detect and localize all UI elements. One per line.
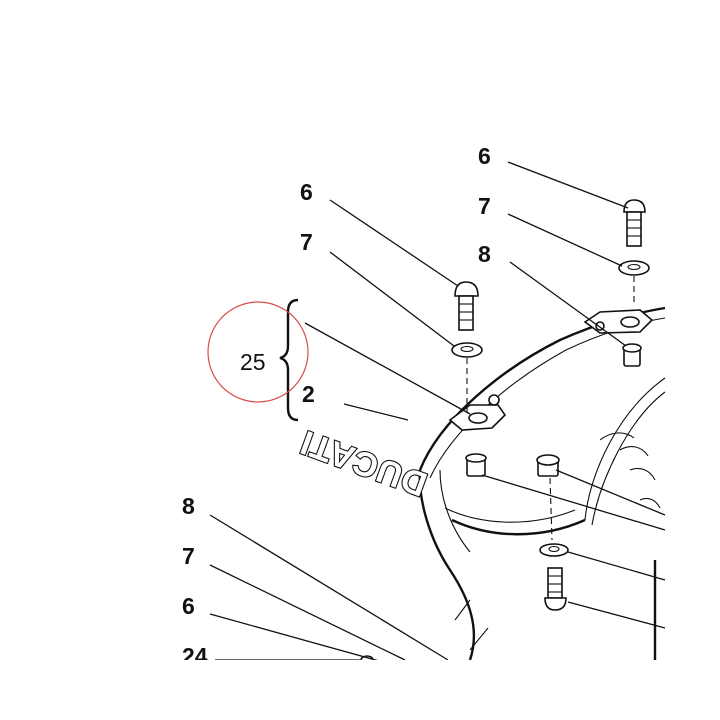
svg-text:DUCATI: DUCATI [295, 423, 432, 504]
callout-7-top-right: 7 [478, 193, 491, 219]
ducati-logo: DUCATI [294, 421, 433, 504]
callout-8-top-right: 8 [478, 241, 491, 267]
nut-8-top-right [622, 343, 642, 367]
highlight-circle [207, 301, 309, 403]
bottom-crop [0, 660, 720, 720]
leader-lines [209, 161, 666, 665]
callout-8-bottom: 8 [182, 493, 195, 519]
screw-6-lower [544, 567, 567, 611]
nut-8-left [465, 453, 487, 477]
group-brace [279, 298, 299, 422]
nut-8-lower [536, 454, 560, 477]
screw-6-left [454, 281, 479, 331]
screw-6-top-right [623, 199, 646, 247]
callout-7-bottom: 7 [182, 543, 195, 569]
callout-25: 25 [240, 349, 266, 375]
washer-7-left [451, 342, 483, 358]
callout-7-left: 7 [300, 229, 313, 255]
callout-6-bottom: 6 [182, 593, 195, 619]
upper-right-tab [583, 309, 654, 334]
washer-7-lower [539, 543, 569, 557]
callout-6-left: 6 [300, 179, 313, 205]
washer-7-top-right [618, 260, 650, 276]
callout-6-top-right: 6 [478, 143, 491, 169]
callout-2: 2 [302, 381, 315, 407]
